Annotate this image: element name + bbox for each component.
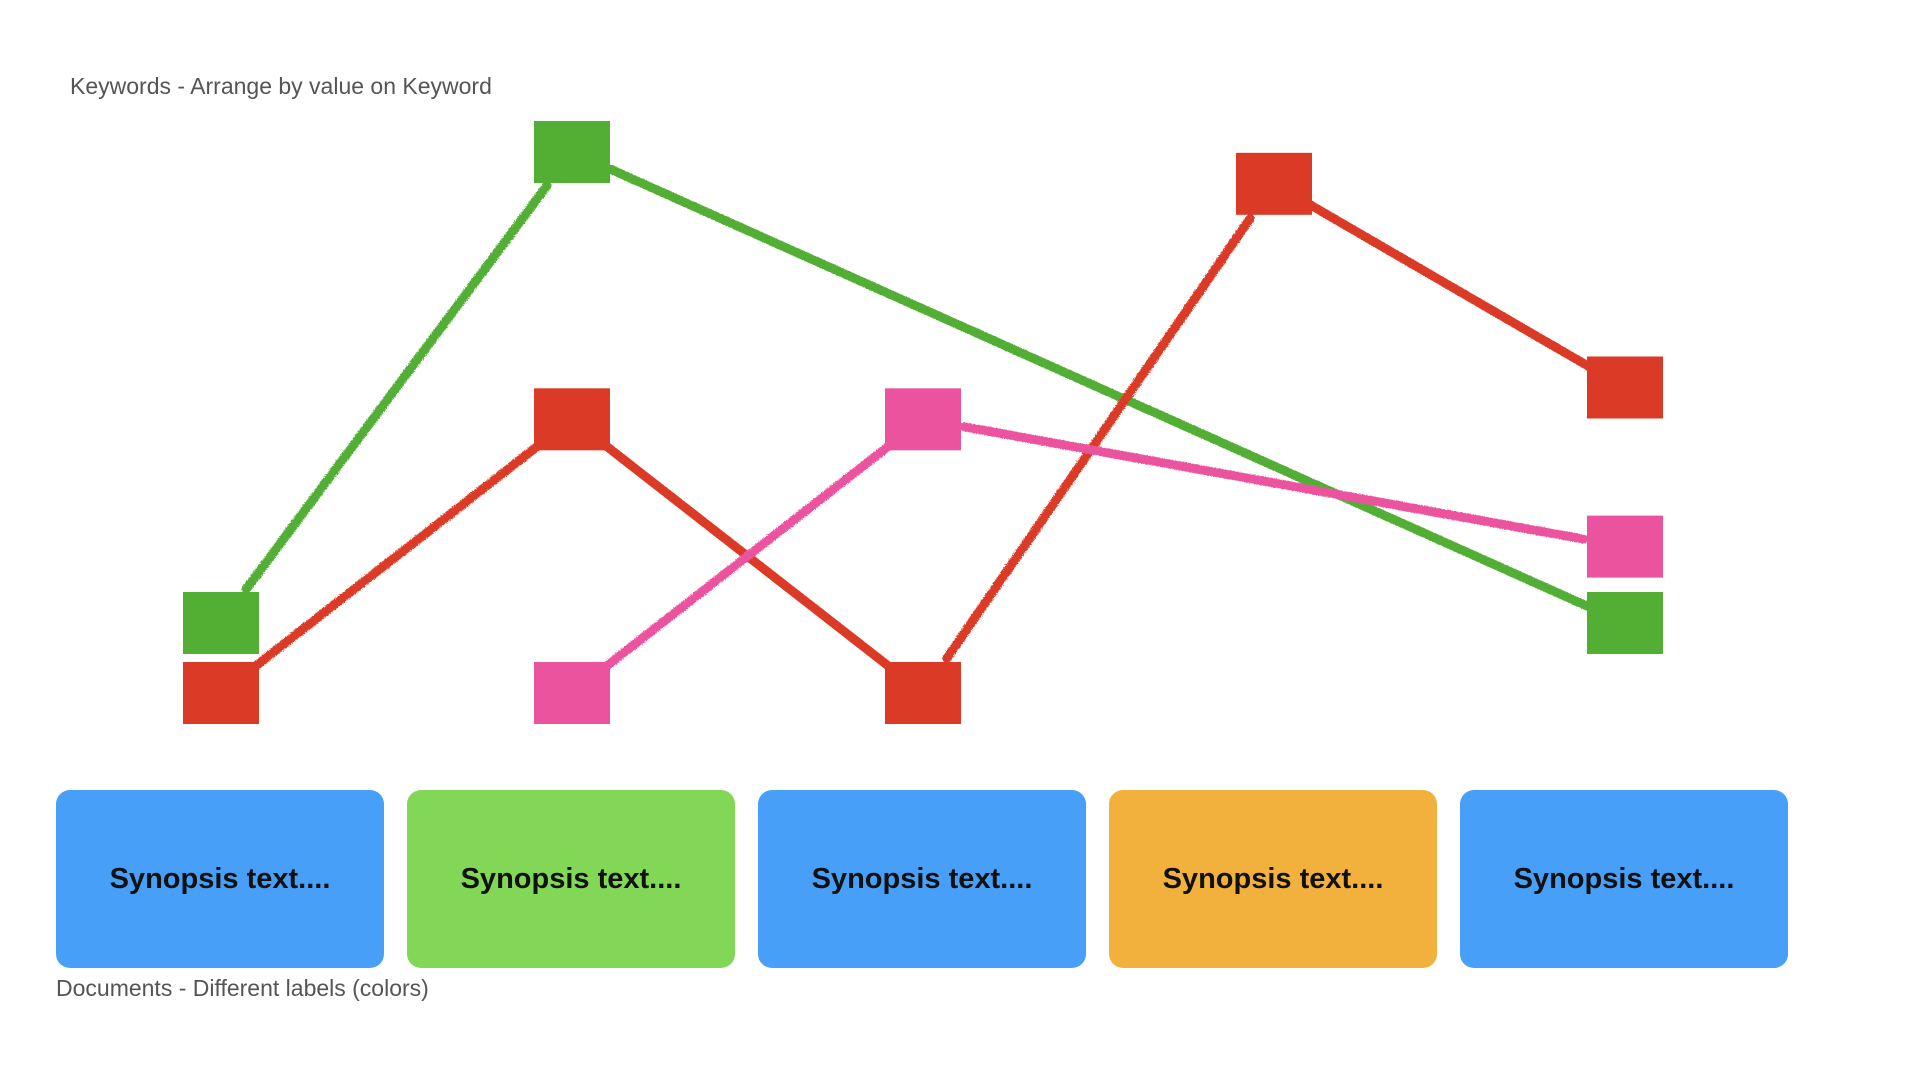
series-1-segment xyxy=(1305,200,1594,371)
series-0-segment xyxy=(241,181,552,594)
series-2-marker[interactable] xyxy=(534,662,610,724)
series-1-marker[interactable] xyxy=(534,388,610,451)
document-card-label: Synopsis text.... xyxy=(109,862,331,895)
series-0-marker[interactable] xyxy=(1587,591,1663,654)
series-2-segment xyxy=(959,422,1589,544)
series-1-segment xyxy=(249,440,544,672)
series-1-marker[interactable] xyxy=(885,662,961,724)
series-1-marker[interactable] xyxy=(1587,356,1663,419)
series-0-segment xyxy=(605,164,1592,611)
document-card-label: Synopsis text.... xyxy=(460,862,682,895)
document-card[interactable]: Synopsis text.... xyxy=(758,790,1086,968)
document-card[interactable]: Synopsis text.... xyxy=(407,790,735,968)
series-1-marker[interactable] xyxy=(183,662,259,724)
document-card-label: Synopsis text.... xyxy=(1162,862,1384,895)
series-2-marker[interactable] xyxy=(1587,515,1663,578)
series-0-marker[interactable] xyxy=(183,591,259,654)
document-card-label: Synopsis text.... xyxy=(811,862,1033,895)
series-1-marker[interactable] xyxy=(1236,152,1312,215)
document-card-label: Synopsis text.... xyxy=(1513,862,1735,895)
document-card[interactable]: Synopsis text.... xyxy=(1460,790,1788,968)
series-1-segment xyxy=(942,213,1255,663)
keywords-caption: Keywords - Arrange by value on Keyword xyxy=(70,73,492,99)
documents-caption: Documents - Different labels (colors) xyxy=(56,975,429,1001)
document-card[interactable]: Synopsis text.... xyxy=(1109,790,1437,968)
series-2-segment xyxy=(600,440,895,672)
series-0-marker[interactable] xyxy=(534,121,610,183)
document-card[interactable]: Synopsis text.... xyxy=(56,790,384,968)
series-2-marker[interactable] xyxy=(885,388,961,451)
